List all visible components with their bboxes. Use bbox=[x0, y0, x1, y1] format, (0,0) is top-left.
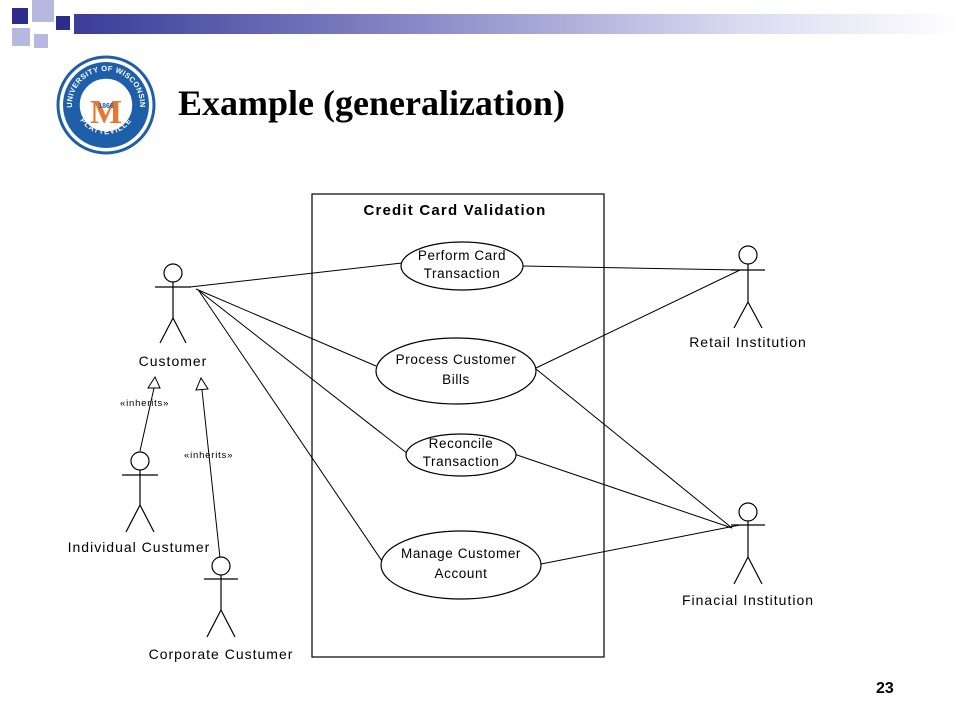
university-logo: UNIVERSITY OF WISCONSIN PLATTEVILLE M 18… bbox=[56, 55, 156, 155]
use-case-manage-line1: Manage Customer bbox=[401, 546, 521, 561]
use-case-ellipse bbox=[400, 241, 524, 291]
slide-title: Example (generalization) bbox=[178, 83, 565, 123]
system-boundary bbox=[311, 193, 605, 658]
logo-year: 1866 bbox=[98, 103, 114, 110]
generalization-arrowhead-individual bbox=[147, 375, 161, 389]
use-case-perform-line1: Perform Card bbox=[418, 248, 506, 263]
assoc-customer-reconcile bbox=[197, 289, 409, 455]
band-square-dark bbox=[56, 16, 70, 30]
logo-letter: M bbox=[90, 94, 122, 131]
actor-financial-institution bbox=[731, 502, 765, 585]
assoc-financial-manage bbox=[540, 524, 741, 565]
stereotype-individual: «inherits» bbox=[120, 398, 169, 409]
assoc-customer-manage bbox=[198, 290, 385, 565]
generalization-corporate bbox=[201, 389, 221, 559]
actor-label-retail: Retail Institution bbox=[689, 334, 807, 350]
use-case-process-line2: Bills bbox=[442, 372, 470, 387]
assoc-financial-process bbox=[535, 368, 733, 529]
band-square-light bbox=[12, 28, 30, 46]
system-name: Credit Card Validation bbox=[363, 202, 546, 219]
assoc-customer-process bbox=[195, 288, 377, 367]
band-gradient-bar bbox=[74, 14, 960, 34]
use-case-ellipse bbox=[375, 337, 537, 405]
page-number: 23 bbox=[876, 680, 894, 697]
actor-label-financial: Finacial Institution bbox=[682, 592, 814, 608]
actor-label-corporate: Corporate Custumer bbox=[149, 646, 294, 662]
use-case-ellipse bbox=[405, 433, 517, 477]
assoc-retail-perform bbox=[522, 265, 741, 271]
assoc-customer-perform bbox=[189, 262, 403, 288]
assoc-retail-process bbox=[535, 269, 741, 369]
use-case-process-line1: Process Customer bbox=[396, 352, 517, 367]
actor-label-individual: Individual Custumer bbox=[68, 539, 211, 555]
actor-retail-institution bbox=[731, 245, 765, 329]
header-band bbox=[0, 0, 960, 52]
use-case-perform-line2: Transaction bbox=[424, 266, 501, 281]
band-square-light bbox=[34, 34, 48, 48]
use-case-reconcile-line2: Transaction bbox=[423, 454, 500, 469]
use-case-manage-line2: Account bbox=[435, 566, 488, 581]
band-square-light bbox=[32, 0, 54, 22]
actor-customer bbox=[155, 263, 191, 344]
use-case-reconcile-line1: Reconcile bbox=[429, 436, 494, 451]
actor-corporate-custumer bbox=[204, 556, 238, 638]
actor-label-customer: Customer bbox=[139, 353, 208, 369]
actor-individual-custumer bbox=[122, 451, 158, 533]
band-square-dark bbox=[12, 8, 28, 24]
assoc-financial-reconcile bbox=[513, 453, 733, 529]
generalization-individual bbox=[139, 387, 155, 452]
generalization-arrowhead-corporate bbox=[195, 376, 209, 391]
stereotype-corporate: «inherits» bbox=[184, 450, 233, 461]
use-case-ellipse bbox=[380, 530, 542, 600]
